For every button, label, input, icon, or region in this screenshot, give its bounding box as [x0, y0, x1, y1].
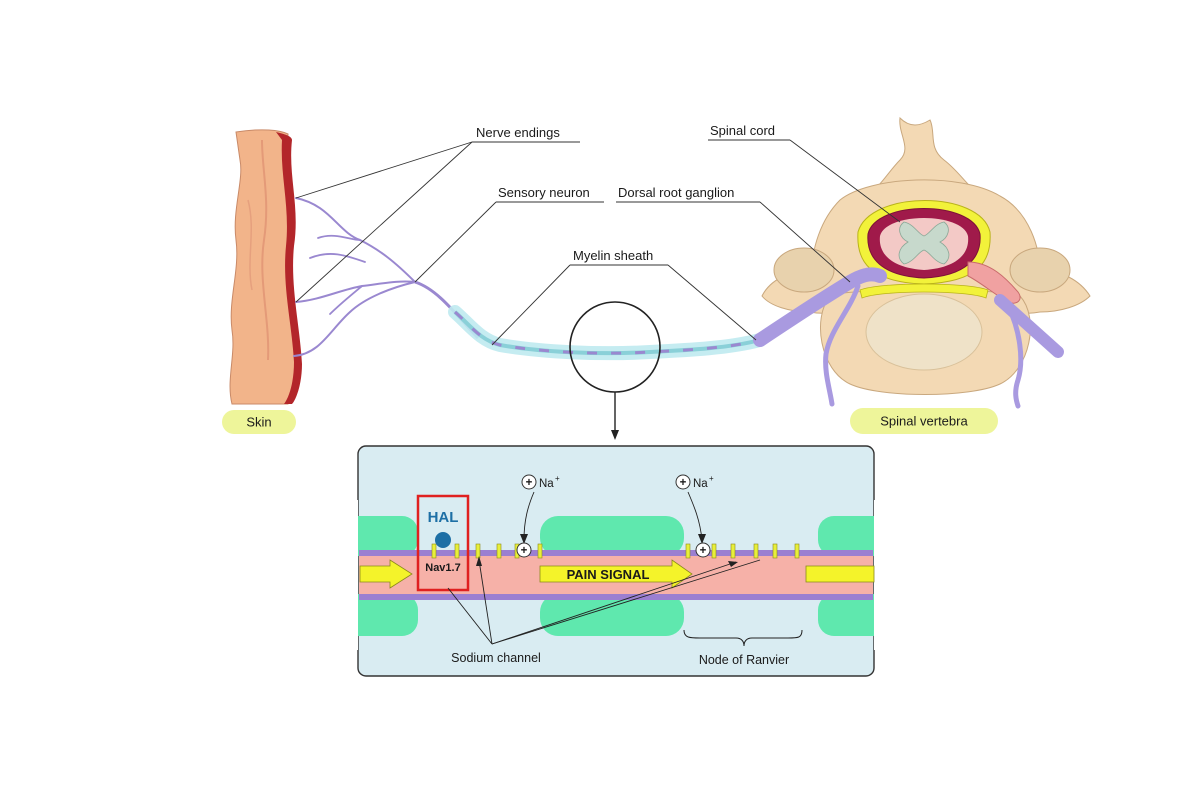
- myelin-block-mid-bottom: [540, 594, 684, 636]
- signal-arrow-right: [805, 565, 875, 583]
- na-ion-left-label: Na: [539, 478, 554, 490]
- axon-membrane-bottom: [359, 594, 873, 600]
- leader-lines: [295, 139, 901, 346]
- node-of-ranvier-label: Node of Ranvier: [699, 653, 789, 667]
- skin-tissue: [229, 129, 302, 405]
- svg-text:+: +: [700, 545, 707, 557]
- hal-highlight-box: [416, 494, 470, 592]
- skin-pill: Skin: [222, 410, 296, 434]
- svg-text:+: +: [521, 545, 528, 557]
- pain-signal-label: PAIN SIGNAL: [567, 567, 650, 582]
- label-dorsal-root-ganglion: Dorsal root ganglion: [618, 185, 734, 200]
- hal-label: HAL: [428, 509, 459, 526]
- svg-text:+: +: [680, 477, 687, 489]
- na-ion-right: + Na + +: [675, 474, 714, 558]
- svg-text:+: +: [526, 477, 533, 489]
- na-ion-left: + Na + +: [516, 474, 560, 558]
- spinal-vertebra-pill: Spinal vertebra: [850, 408, 998, 434]
- nerve-endings: [293, 197, 416, 357]
- label-skin: Skin: [246, 415, 271, 430]
- sodium-channels-right: [685, 543, 800, 559]
- label-spinal-vertebra: Spinal vertebra: [880, 414, 968, 429]
- sodium-channel-label: Sodium channel: [451, 651, 541, 665]
- magnifier: [569, 301, 661, 440]
- axon-membrane-top: [359, 550, 873, 556]
- label-sensory-neuron: Sensory neuron: [498, 185, 590, 200]
- sodium-channel-inset: + Na + + + Na + + PAIN SIGNAL HAL Nav1.7: [318, 445, 914, 677]
- sodium-channel-pointers: [447, 559, 761, 645]
- node-of-ranvier-brace: [683, 629, 803, 647]
- signal-arrow-left: [359, 559, 413, 589]
- spinal-vertebra: [753, 116, 1091, 409]
- myelin-block-mid-top: [540, 516, 684, 556]
- label-spinal-cord: Spinal cord: [710, 123, 775, 138]
- nav17-label: Nav1.7: [425, 562, 460, 574]
- label-myelin-sheath: Myelin sheath: [573, 248, 653, 263]
- hal-binding-dot: [435, 532, 451, 548]
- signal-arrow-pain: [539, 559, 693, 589]
- na-ion-right-label: Na: [693, 478, 708, 490]
- svg-text:+: +: [709, 474, 714, 483]
- sensory-neuron-axon: [414, 280, 767, 361]
- svg-text:+: +: [555, 474, 560, 483]
- label-nerve-endings: Nerve endings: [476, 125, 560, 140]
